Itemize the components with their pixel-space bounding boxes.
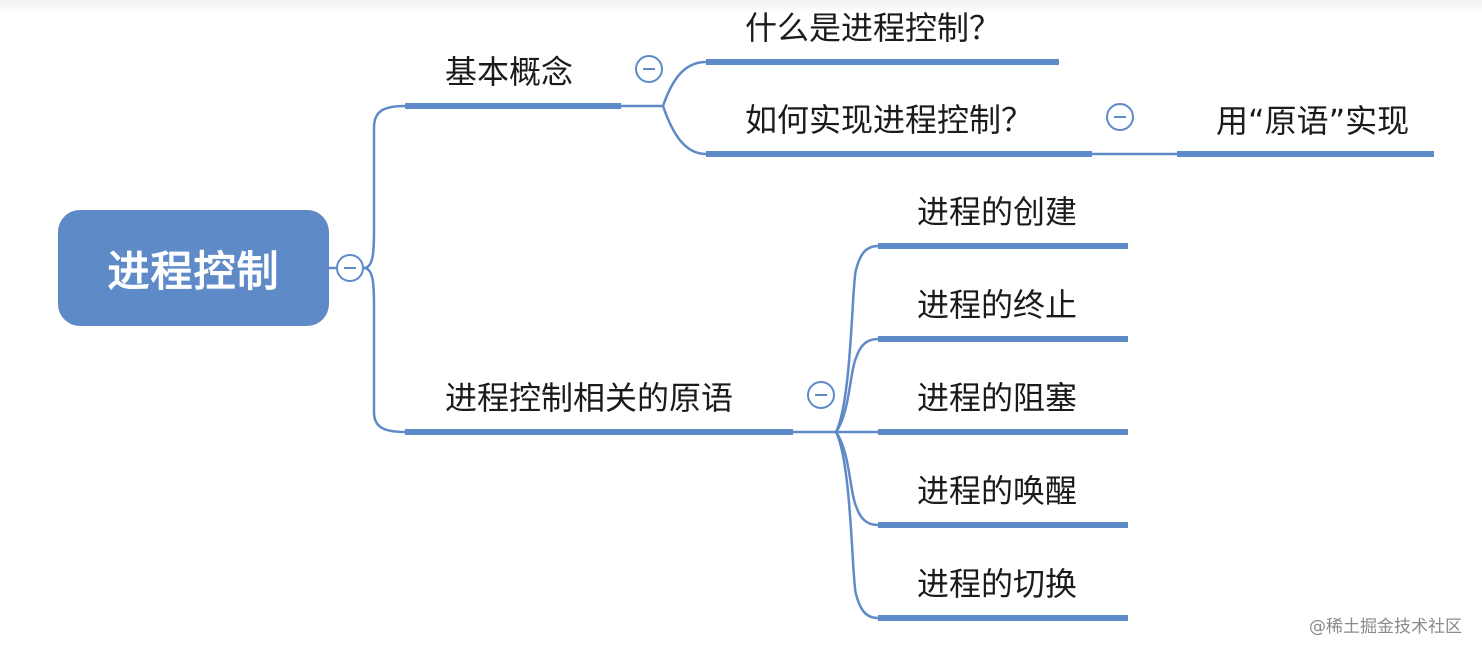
concept-child-what-label[interactable]: 什么是进程控制？ bbox=[745, 9, 1002, 47]
branch-primitives-underline bbox=[405, 429, 793, 435]
primitive-block-underline bbox=[878, 429, 1128, 435]
watermark-text: @稀土掘金技术社区 bbox=[1309, 617, 1462, 637]
branch-primitives-label[interactable]: 进程控制相关的原语 bbox=[445, 379, 734, 417]
connector-concept-child2 bbox=[661, 104, 708, 156]
connector-root-concept bbox=[362, 104, 407, 270]
branch-concept-label[interactable]: 基本概念 bbox=[445, 53, 574, 91]
collapse-concept-icon[interactable] bbox=[635, 55, 663, 83]
primitive-switch-label[interactable]: 进程的切换 bbox=[917, 565, 1078, 603]
connector-root-primitives bbox=[362, 266, 407, 434]
concept-child-what-underline bbox=[706, 59, 1059, 65]
root-node-label: 进程控制 bbox=[107, 246, 280, 296]
primitive-create-underline bbox=[878, 243, 1128, 249]
howto-child-primitive-label[interactable]: 用“原语”实现 bbox=[1216, 102, 1410, 140]
connector-prim-5 bbox=[834, 430, 880, 620]
root-node[interactable]: 进程控制 bbox=[58, 210, 329, 326]
howto-child-primitive-underline bbox=[1177, 151, 1434, 157]
collapse-howto-icon[interactable] bbox=[1106, 103, 1134, 131]
branch-concept-underline bbox=[405, 103, 621, 109]
primitive-wakeup-label[interactable]: 进程的唤醒 bbox=[917, 472, 1078, 510]
concept-child-howto-underline bbox=[706, 151, 1092, 157]
collapse-root-icon[interactable] bbox=[336, 254, 364, 282]
primitive-create-label[interactable]: 进程的创建 bbox=[917, 193, 1078, 231]
connector-concept-child1 bbox=[661, 60, 708, 108]
primitive-terminate-label[interactable]: 进程的终止 bbox=[917, 286, 1078, 324]
primitive-block-label[interactable]: 进程的阻塞 bbox=[917, 379, 1078, 417]
connector-prim-4 bbox=[834, 430, 880, 527]
connector-prim-2 bbox=[834, 337, 880, 434]
concept-child-howto-label[interactable]: 如何实现进程控制？ bbox=[745, 101, 1034, 139]
primitive-wakeup-underline bbox=[878, 522, 1128, 528]
primitive-terminate-underline bbox=[878, 336, 1128, 342]
connector-prim-1 bbox=[834, 244, 880, 434]
collapse-primitives-icon[interactable] bbox=[807, 381, 835, 409]
primitive-switch-underline bbox=[878, 615, 1128, 621]
